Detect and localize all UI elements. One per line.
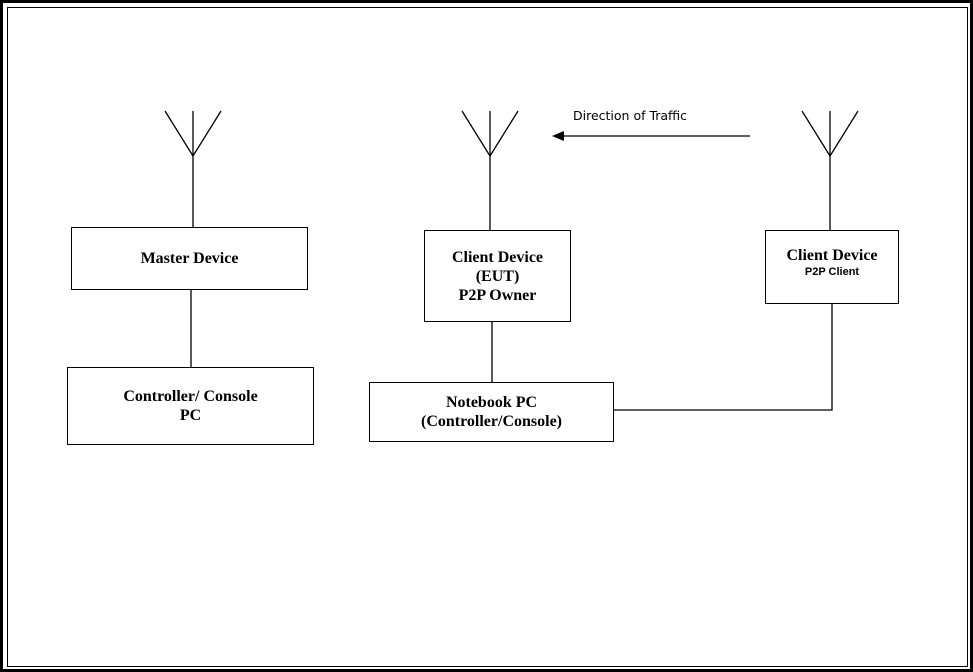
traffic-direction-arrow <box>552 131 750 141</box>
client-device-eut-line3: P2P Owner <box>458 286 537 304</box>
notebook-pc-box: Notebook PC (Controller/Console) <box>369 382 614 442</box>
notebook-pc-line2: (Controller/Console) <box>420 413 562 430</box>
controller-console-pc-line2: PC <box>179 407 202 424</box>
controller-console-pc-line1: Controller/ Console <box>123 388 258 405</box>
client-device-eut-line1: Client Device <box>451 248 544 266</box>
master-device-box: Master Device <box>71 227 308 290</box>
antenna-icon-master <box>164 110 222 227</box>
traffic-direction-label: Direction of Traffic <box>573 108 688 123</box>
notebook-pc-line1: Notebook PC <box>445 394 538 411</box>
client-device-p2p-box: Client Device P2P Client <box>765 230 899 304</box>
master-device-label: Master Device <box>140 250 239 267</box>
client-device-eut-line2: (EUT) <box>475 267 520 285</box>
notebook-to-p2p-client-line <box>614 304 833 411</box>
client-device-p2p-line1: Client Device <box>786 247 878 264</box>
client-device-p2p-line2: P2P Client <box>804 266 860 278</box>
client-device-eut-box: Client Device (EUT) P2P Owner <box>424 230 571 322</box>
antenna-icon-p2p-client <box>801 110 859 230</box>
inner-frame <box>7 7 968 667</box>
antenna-icon-eut <box>461 110 519 230</box>
controller-console-pc-box: Controller/ Console PC <box>67 367 314 445</box>
